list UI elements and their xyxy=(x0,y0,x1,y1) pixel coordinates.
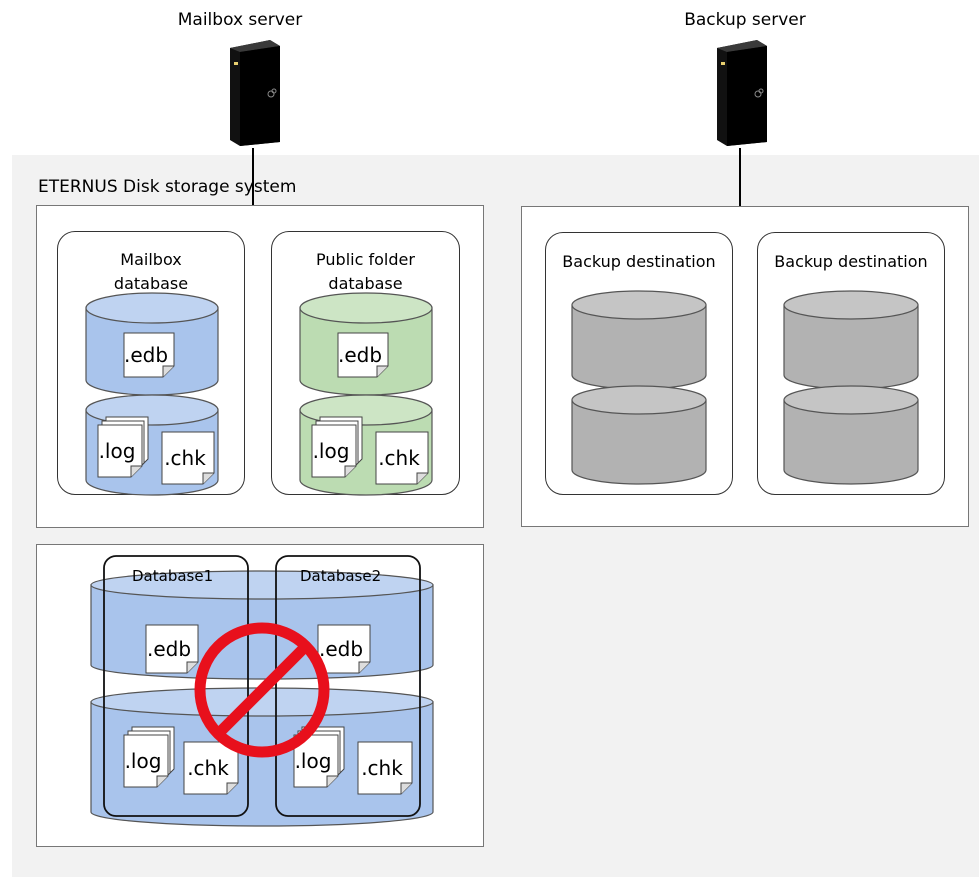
svg-text:.log: .log xyxy=(313,439,350,463)
database1-label: Database1 xyxy=(132,567,214,585)
mailbox-log-file-front: .log xyxy=(97,424,143,478)
backup-server-icon xyxy=(717,40,767,146)
shared-disk-log xyxy=(90,687,434,827)
backup-destination-title-2: Backup destination xyxy=(774,252,928,271)
svg-text:.log: .log xyxy=(99,439,136,463)
svg-text:.chk: .chk xyxy=(378,446,420,470)
mailbox-server-label: Mailbox server xyxy=(177,10,303,30)
mailbox-database-title-line1: Mailbox xyxy=(120,250,182,269)
svg-text:.log: .log xyxy=(125,749,162,773)
db1-log-file-front: .log xyxy=(123,734,169,788)
database1-outline xyxy=(103,555,249,817)
svg-text:.chk: .chk xyxy=(361,756,403,780)
backup-server-label: Backup server xyxy=(684,10,806,30)
db2-edb-file: .edb xyxy=(317,624,371,674)
svg-text:.edb: .edb xyxy=(319,637,363,661)
mailbox-chk-file: .chk xyxy=(161,431,215,485)
db2-chk-file: .chk xyxy=(357,741,413,795)
db1-chk-file: .chk xyxy=(183,741,239,795)
svg-text:.log: .log xyxy=(295,749,332,773)
backup1-disk-top xyxy=(571,290,707,390)
database2-label: Database2 xyxy=(300,567,382,585)
svg-text:.chk: .chk xyxy=(187,756,229,780)
backup-destination-title-1: Backup destination xyxy=(562,252,716,271)
db2-log-file-front: .log xyxy=(293,734,339,788)
mailbox-edb-file: .edb xyxy=(123,332,175,378)
backup2-disk-bottom xyxy=(783,385,919,485)
svg-text:.edb: .edb xyxy=(124,343,168,367)
svg-text:.edb: .edb xyxy=(147,637,191,661)
backup1-disk-bottom xyxy=(571,385,707,485)
public-edb-file: .edb xyxy=(337,332,389,378)
svg-text:.edb: .edb xyxy=(338,343,382,367)
svg-text:.chk: .chk xyxy=(164,446,206,470)
mailbox-server-icon xyxy=(230,40,280,146)
public-log-file-front: .log xyxy=(311,424,357,478)
public-chk-file: .chk xyxy=(375,431,429,485)
database2-outline xyxy=(275,555,421,817)
public-folder-database-title-line2: database xyxy=(328,274,403,293)
mailbox-database-title-line2: database xyxy=(113,274,189,293)
prohibited-icon xyxy=(194,622,330,758)
backup2-disk-top xyxy=(783,290,919,390)
db1-edb-file: .edb xyxy=(145,624,199,674)
storage-system-label: ETERNUS Disk storage system xyxy=(38,177,297,197)
public-folder-database-title-line1: Public folder xyxy=(316,250,415,269)
